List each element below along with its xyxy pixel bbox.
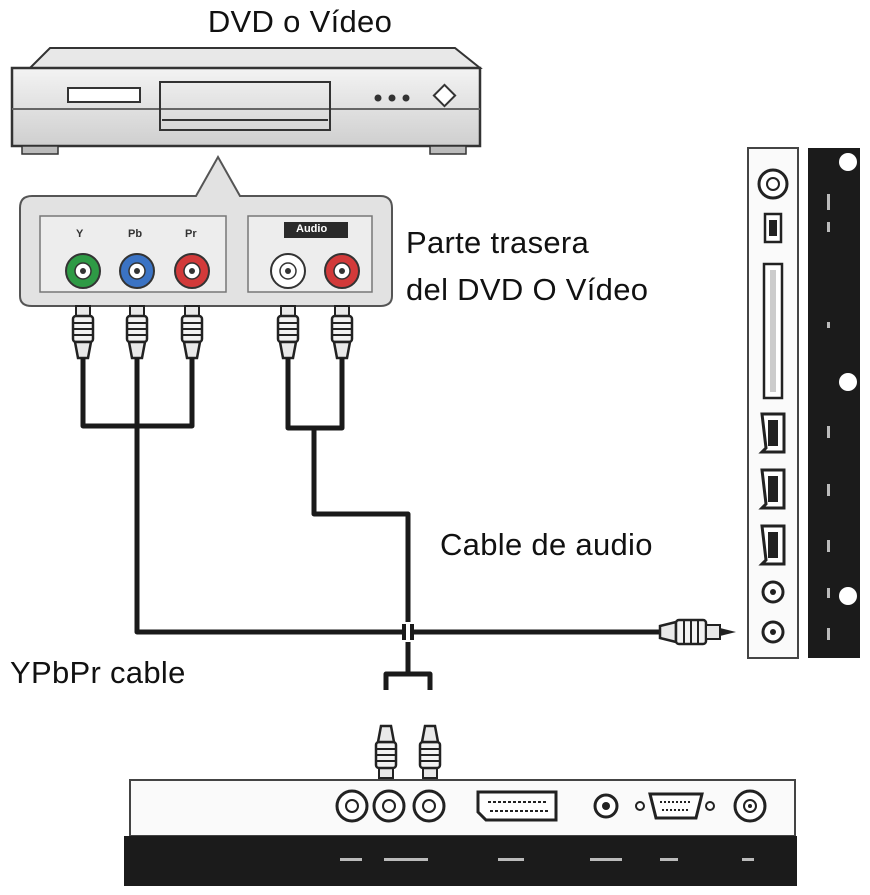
ypbpr-side-plug [658,618,736,646]
ypbpr-cable [134,358,660,635]
dvd-disc-tray [159,81,331,131]
pb-jack-label: Pb [128,228,143,240]
audio-r-jack [324,253,360,289]
dvd-button-icon [374,94,382,102]
audio-l-in-jack-icon [412,789,446,823]
audio-label-box [284,222,348,238]
audio-jack-label: Audio [296,223,328,235]
hdmi-port-icon [758,412,786,454]
tv-audio-plugs [374,724,442,780]
y-jack [65,253,101,289]
tv-bottom-panel-dark [124,836,797,886]
video-jack-icon [335,789,369,823]
scart-port-icon [476,790,558,822]
rf-jack-icon [733,789,767,823]
cables [80,358,660,690]
audio-l-jack [270,253,306,289]
rear-panel-label-line2: del DVD O Vídeo [406,272,649,307]
dvd-display-icon [67,87,141,103]
audio-cable-label: Cable de audio [440,527,653,562]
pc-audio-jack-icon [593,793,619,819]
dvd-power-icon [432,83,457,108]
dvd-plugs [71,304,354,360]
tv-bottom-panel [124,779,797,886]
audio-cable [311,428,411,668]
audio-r-in-jack-icon [372,789,406,823]
hdmi-port-icon [758,468,786,510]
hdmi-port-icon [758,524,786,566]
y-jack-label: Y [76,228,84,240]
rear-panel-label-line1: Parte trasera [406,225,590,260]
audio-cable-bundle [285,358,345,431]
vga-port-icon [635,792,715,820]
tv-side-panel-dark [808,148,860,658]
tv-side-panel [747,147,860,659]
dvd-rear-panel [19,154,393,307]
pb-jack [119,253,155,289]
pr-jack-label: Pr [185,228,197,240]
dvd-title-label: DVD o Vídeo [207,4,393,39]
ypbpr-cable-label: YPbPr cable [10,655,186,690]
pr-jack [174,253,210,289]
dvd-player [10,47,483,155]
